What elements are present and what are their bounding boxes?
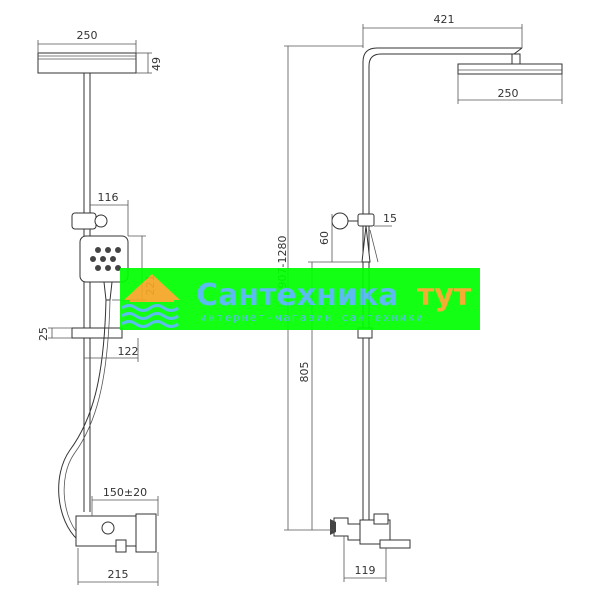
dim-mixer-to-holder: 805 bbox=[298, 362, 311, 383]
hand-shower-nozzles bbox=[90, 247, 121, 271]
dim-handshower-offset: 116 bbox=[98, 191, 119, 204]
holder-knob bbox=[94, 214, 108, 228]
holder-wall-mount bbox=[331, 212, 349, 230]
holder-clamp bbox=[357, 213, 375, 227]
shelf-front bbox=[71, 327, 123, 339]
dim-mixer-spacing: 150±20 bbox=[103, 486, 147, 499]
arm-head-joint bbox=[511, 53, 521, 65]
column-arm-inner bbox=[368, 53, 514, 520]
watermark-subtitle: интернет-магазин сантехники bbox=[200, 312, 425, 324]
dim-head-width-left: 250 bbox=[77, 29, 98, 42]
mixer-lever bbox=[135, 513, 157, 553]
dim-head-height: 49 bbox=[150, 57, 163, 71]
mixer-wall-part bbox=[333, 517, 361, 541]
dim-arm-length: 421 bbox=[434, 13, 455, 26]
waves-logo-icon bbox=[121, 304, 179, 328]
watermark: Сантехника тут интернет-магазин сантехни… bbox=[120, 268, 480, 330]
svg-text:Сантехника тут: Сантехника тут bbox=[196, 278, 472, 313]
rain-head-side bbox=[457, 63, 563, 75]
holder-front bbox=[71, 212, 97, 230]
hand-shower-handle bbox=[103, 281, 113, 301]
house-logo-icon bbox=[124, 274, 180, 302]
column-arm-outer bbox=[362, 47, 522, 520]
hose bbox=[58, 299, 107, 541]
spout-side bbox=[379, 539, 411, 549]
dim-mixer-width: 215 bbox=[108, 568, 129, 581]
dim-head-width-right: 250 bbox=[498, 87, 519, 100]
dim-bar-height: 25 bbox=[37, 327, 50, 341]
mixer-lever-side bbox=[373, 513, 389, 525]
dim-bar-depth: 122 bbox=[118, 345, 139, 358]
wall-flange bbox=[330, 519, 336, 535]
dim-mixer-depth: 119 bbox=[355, 564, 376, 577]
watermark-title: Сантехника bbox=[196, 278, 398, 313]
hand-shower-side bbox=[361, 225, 371, 263]
front-view: 250 49 116 221 25 122 150±20 215 bbox=[37, 29, 163, 586]
dim-holder-height: 60 bbox=[318, 231, 331, 245]
dim-holder-angle: 15 bbox=[383, 212, 397, 225]
mixer-outlet bbox=[101, 521, 115, 535]
mixer-eccentric bbox=[115, 539, 127, 553]
watermark-title-accent: тут bbox=[417, 278, 472, 313]
watermark-banner bbox=[120, 268, 480, 330]
